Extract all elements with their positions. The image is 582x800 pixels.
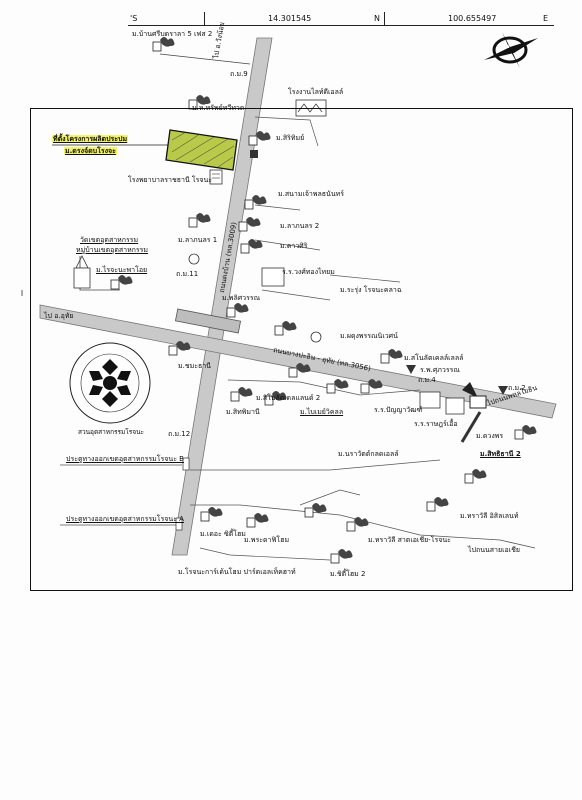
interchange (174, 308, 242, 334)
place-label: ม.ชิตี้โฮม 2 (330, 570, 366, 578)
village-cluster-icon (238, 217, 261, 232)
place-label: ม.นราวัตต์กลดเอลล์ (338, 450, 399, 458)
place-label: ม.สโนลัตเคลล์เลลล์ (404, 354, 464, 362)
village-cluster-icon (226, 303, 249, 318)
place-label: หมู่บ้านเขตอุตสาหกรรม (76, 246, 149, 254)
village-cluster-icon (288, 363, 311, 378)
place-label: ม.พระดาฟิโฮม (244, 536, 290, 544)
ieat-seal-logo (69, 342, 151, 424)
village-cluster-icon (230, 387, 253, 402)
compass-rose-icon: N (484, 32, 538, 68)
gate-a-label: ประตูทางออกเขตอุตสาหกรรมโรจนะ A (66, 515, 184, 523)
place-label: วัดเขตอุตสาหกรรม (80, 236, 139, 244)
place-label: ม.ลาภนลร 1 (178, 236, 218, 244)
village-cluster-icon (360, 379, 383, 394)
place-label: ถ.ม.11 (176, 270, 199, 278)
place-label: ม.สิทธิธานี 2 (480, 450, 521, 458)
place-label: โรงงานไลท์ดีเอลล์ (288, 88, 344, 96)
place-label: ม.โรจนะการ์เด้นโฮม ปาร์ตเอลเท็คฮาท์ (178, 568, 296, 576)
place-label: ม.สิโบลัตเดลแลนด์ 2 (256, 394, 321, 402)
road-label-to-uthai: ไป อ.อุทัย (44, 312, 74, 320)
village-cluster-icon (248, 131, 271, 146)
village-cluster-icon (200, 507, 223, 522)
place-label: ร.ร.วงศ์ทองไทยม (282, 268, 335, 276)
place-label: ม.ห.ทรัพย์ทวีทวด (192, 104, 245, 112)
place-label: ร.ร.ปัญญาวัฒฑ์ (374, 406, 423, 414)
place-label: ม.ลาภนลร 2 (280, 222, 320, 230)
place-label: ม.ไบเมย์วิคลล (300, 408, 344, 416)
village-cluster-icon (380, 349, 403, 364)
place-label: ม.ดวงพร (476, 432, 504, 440)
place-label: ม.พลิศวรรณ (222, 294, 261, 302)
village-cluster-icon (346, 517, 369, 532)
compass-north-label: N (504, 41, 510, 50)
place-label: ร.ร.ราษฎร์เอื้อ (414, 420, 458, 428)
place-label: ม.ชมะธานี (178, 362, 211, 370)
village-cluster-icon (188, 213, 211, 228)
village-cluster-icon (264, 391, 287, 406)
place-label: ร.พ.ศุภวรรณ (420, 366, 460, 374)
place-label: ม.หราวัลี สาตเอเชีย-โรจนะ (368, 536, 451, 544)
place-label: ม.หราวัลี อิสิลเลนท์ (460, 512, 519, 520)
place-label: ม.สิทพิมานี (226, 408, 260, 416)
seal-caption: สวนอุตสาหกรรมโรจนะ (78, 428, 145, 436)
road-label-to-sainam: ไปถนนสายเอเชีย (468, 546, 520, 554)
place-label: ถ.ม.4 (418, 376, 436, 384)
main-vertical-road (171, 37, 273, 556)
place-label: โรงพยาบาลราชธานี โรจนะ (128, 176, 213, 184)
longitude-direction: E (543, 14, 549, 23)
place-label: ม.เดอะ ซิตี้โฮม (200, 530, 246, 538)
village-cluster-icon (464, 469, 487, 484)
place-label: ม.สิริทิมย์ (276, 134, 305, 142)
village-cluster-icon (244, 195, 267, 210)
place-label: ม.ไรจะนะพาโอย (96, 266, 148, 274)
village-cluster-icon (274, 321, 297, 336)
header-divider (384, 12, 385, 26)
village-cluster-icon (240, 239, 263, 254)
place-label: ม.ดาวศิริ (280, 242, 308, 250)
latitude-direction: N (374, 14, 380, 23)
header-underline (128, 25, 554, 26)
header-divider (204, 12, 205, 26)
village-cluster-icon (514, 425, 537, 440)
village-cluster-icon (246, 513, 269, 528)
village-cluster-icon (326, 379, 349, 394)
site-legend-line1: ที่ตั้งโครงการผลิตประปม (52, 135, 129, 143)
place-label: ม.บ้านศรีบดราลา 5 เฟส 2 (132, 30, 213, 38)
site-legend-line2: ม.ดรงจ์ดบโรงจะ (64, 147, 117, 155)
map-frame (30, 108, 573, 591)
village-cluster-icon (188, 95, 211, 110)
village-cluster-icon (330, 549, 353, 564)
place-label: ถ.ม.2 (508, 384, 526, 392)
latitude-value: 14.301545 (268, 14, 312, 23)
place-label: ถ.ม.12 (168, 430, 191, 438)
project-site-parcel (165, 129, 238, 171)
village-cluster-icon (426, 497, 449, 512)
place-label: ม.สนามเจ้าพลธนันทร์ (278, 190, 344, 198)
village-cluster-icon (304, 503, 327, 518)
village-cluster-icon (152, 37, 175, 52)
main-horizontal-road (39, 304, 557, 419)
place-label: ม.ผดุงพรรณนิเวศน์ (340, 332, 398, 340)
longitude-value: 100.655497 (448, 14, 497, 23)
gate-b-label: ประตูทางออกเขตอุตสาหกรรมโรจนะ B (66, 455, 184, 463)
place-label: ม.ระรุ่ง โรจนะคลาฉ (340, 286, 402, 294)
place-label: ถ.ม.9 (230, 70, 248, 78)
village-cluster-icon (110, 275, 133, 290)
village-cluster-icon (168, 341, 191, 356)
header-left-letter: 'S (130, 14, 138, 23)
